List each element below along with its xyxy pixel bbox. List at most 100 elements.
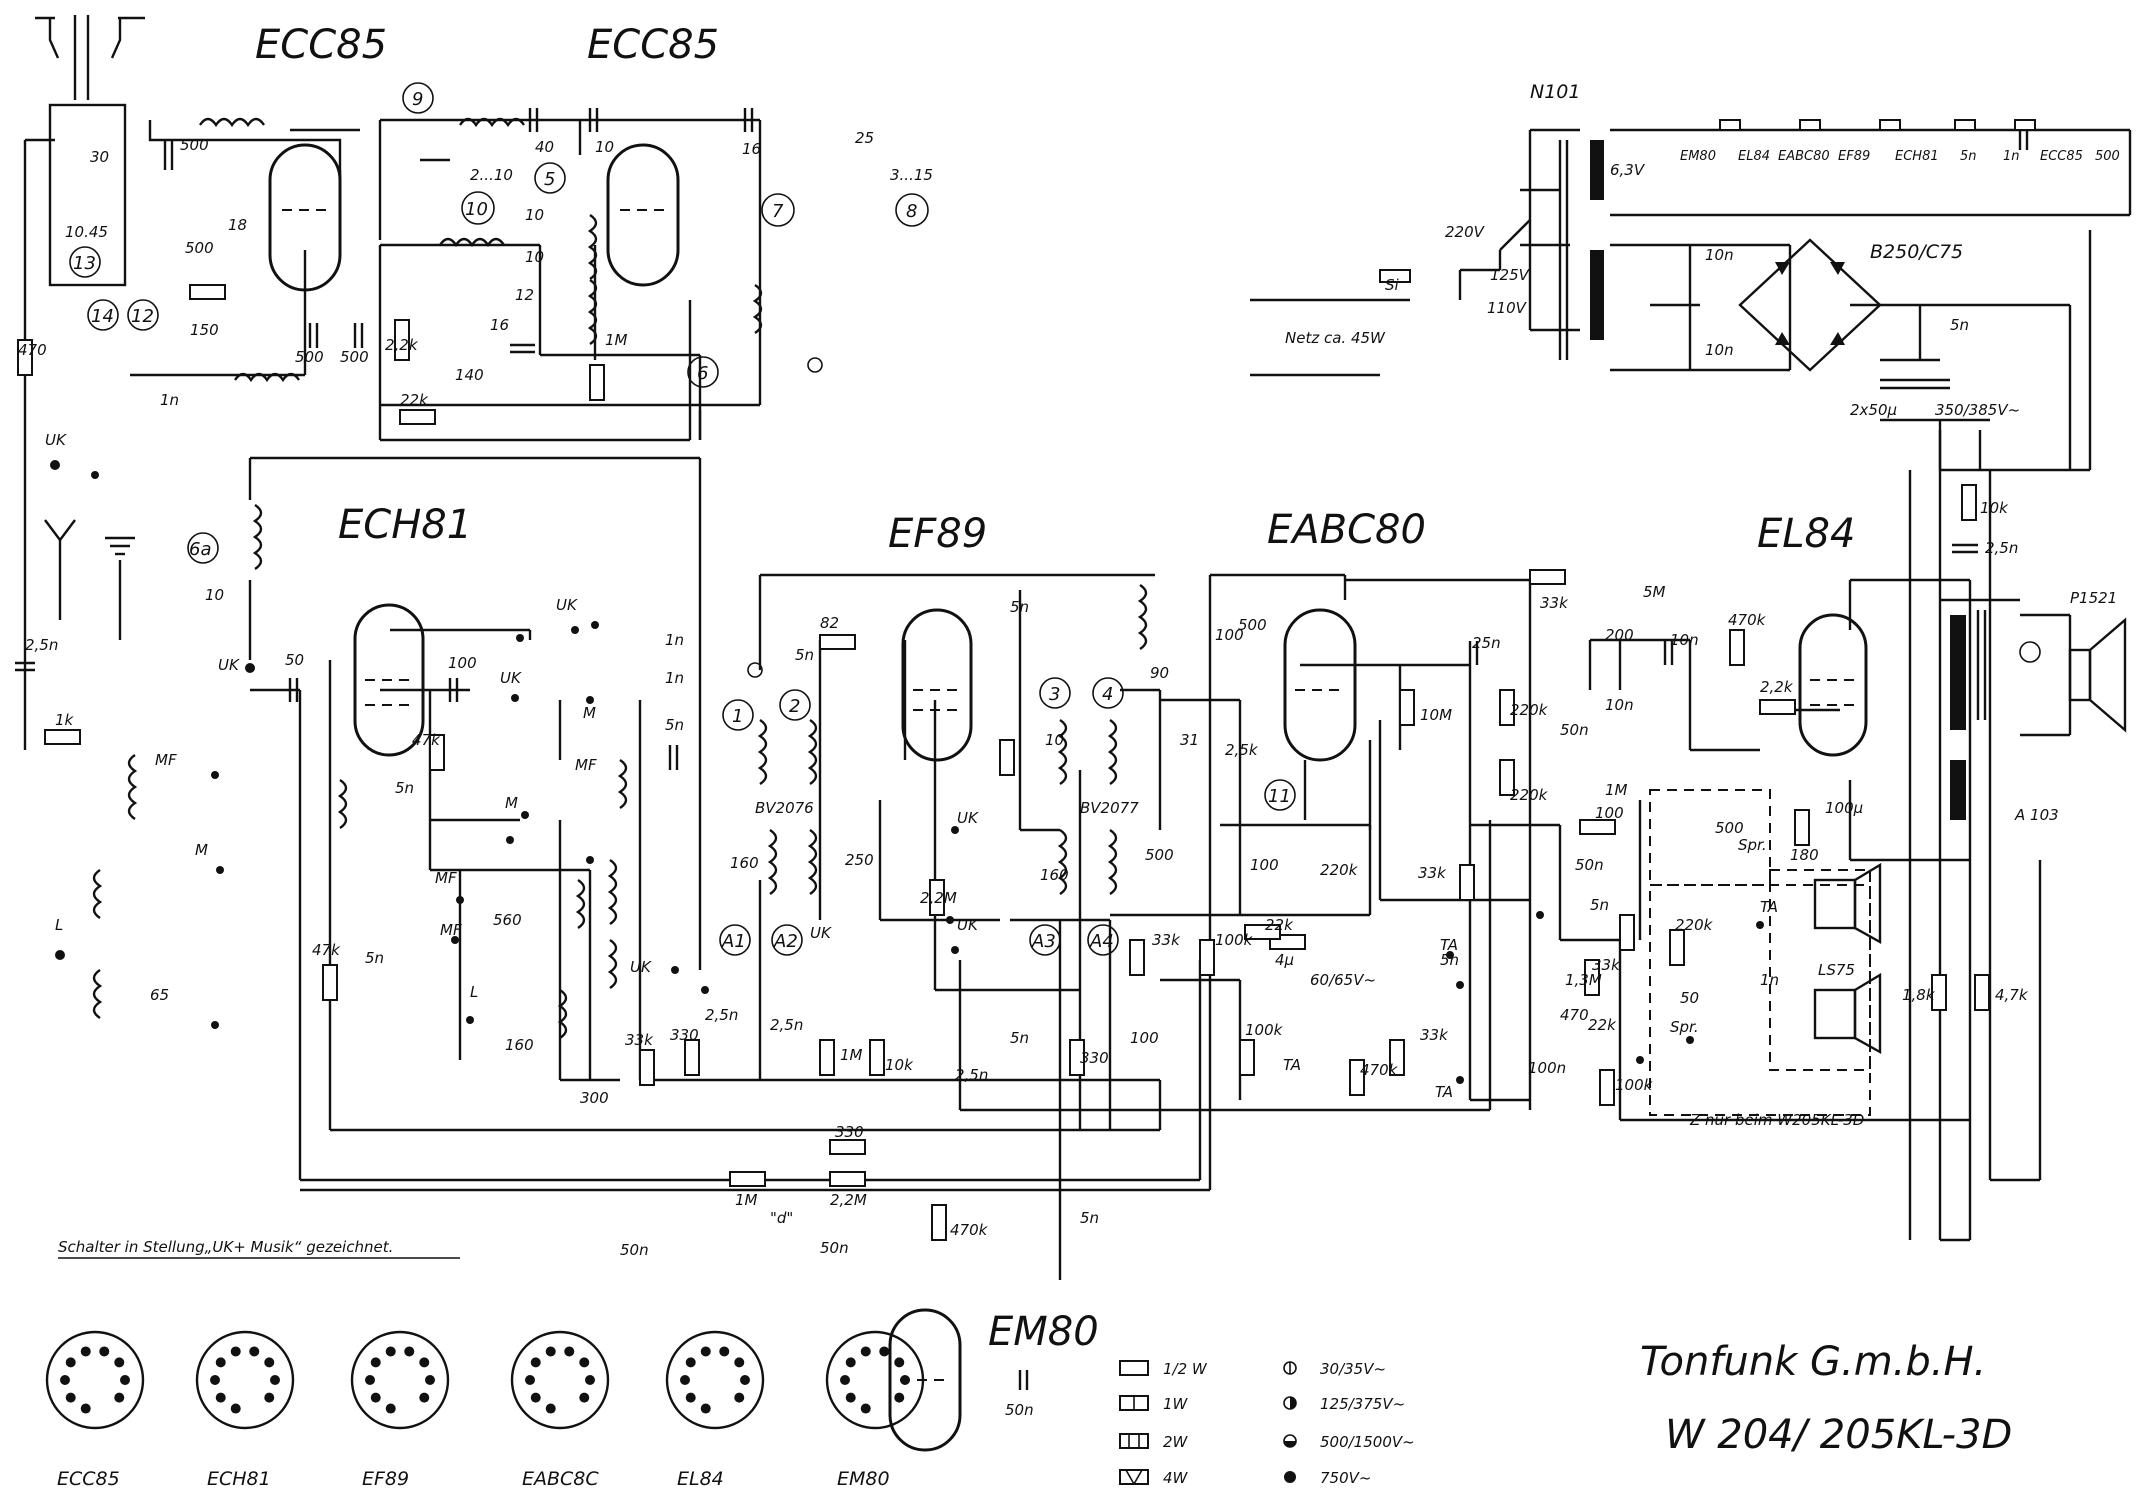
label-r470k: 470k [1728,611,1767,629]
label-c12: 12 [515,286,534,304]
pinout-pin [215,1392,226,1403]
pinout-pin [385,1346,396,1357]
filter-volt-label: 350/385V~ [1935,401,2020,419]
reference-circles: 9 5 10 7 8 13 14 12 6 6a 1 2 3 4 11 A1 A… [69,82,1296,956]
pinout-pin [740,1375,750,1385]
ref-13: 13 [73,253,96,274]
ref-12: 12 [131,306,154,327]
label-c10a: 10 [595,138,614,156]
label-c315: 3...15 [890,166,933,184]
legend-volt-4: 750V~ [1320,1469,1371,1487]
model-number: W 204/ 205KL-3D [1665,1412,2012,1458]
label-c10c: 10 [525,248,544,266]
pinout-pin [845,1392,856,1403]
pinout-pin [900,1375,910,1385]
pinout-pin [99,1346,110,1357]
label-r1m-d: 1M [735,1191,758,1209]
pinout-pin [530,1357,541,1368]
label-c160c: 160 [1040,866,1069,884]
label-c25n-c: 2,5n [770,1016,803,1034]
pinout-pin [230,1346,241,1357]
label-c16a: 16 [742,140,761,158]
legend-volt-3: 500/1500V~ [1320,1433,1415,1451]
pinout-socket [510,1330,610,1430]
band-uk-1: UK [45,431,67,449]
el84-tube [1798,613,1868,757]
band-mf-2: MF [575,756,597,774]
label-r47k-b: 47k [312,941,341,959]
label-r470k-c: 470k [1360,1061,1399,1079]
label-r22k: 22k [400,391,429,409]
label-c16b: 16 [490,316,509,334]
pinout-socket [350,1330,450,1430]
ref-a4: A4 [1089,931,1114,952]
pinout-pin [879,1346,890,1357]
label-c50n-d: 50n [1005,1401,1034,1419]
v220-label: 220V [1445,223,1486,241]
label-c100c: 100 [1130,1029,1159,1047]
pinout-pin [545,1403,556,1414]
ref-9: 9 [412,89,423,110]
label-c5n-h: 5n [1080,1209,1099,1227]
ref-6: 6 [697,363,708,384]
switch-note: Schalter in Stellung„UK+ Musik“ gezeichn… [58,1238,393,1256]
label-c10e: 10 [1045,731,1064,749]
w205-optional [1649,789,1871,1116]
speaker [1813,617,2127,1055]
label-c33k: 33k [1420,1026,1449,1044]
label-c18: 18 [228,216,247,234]
label-r470k-b: 470k [950,1221,989,1239]
rectifier [1738,238,1882,372]
label-r22k-d: 2,2k [1760,678,1794,696]
label-c140: 140 [455,366,484,384]
label-r13m: 1,3M [1565,971,1602,989]
label-c160a: 160 [505,1036,534,1054]
ref-14: 14 [91,306,114,327]
label-c160b: 160 [730,854,759,872]
label-r180: 180 [1790,846,1819,864]
label-c500b: 500 [185,239,214,257]
pinout-pin [80,1346,91,1357]
label-c300: 300 [580,1089,609,1107]
band-uk-7: UK [957,809,979,827]
legend-watt-3: 2W [1163,1433,1189,1451]
pinout-label: EABC8C [522,1468,599,1490]
ref-10: 10 [465,199,488,220]
label-c5n-e: 5n [1010,598,1029,616]
label-c1045: 10.45 [65,223,108,241]
pinout-label: ECH81 [207,1468,271,1490]
pinout-socket [45,1330,145,1430]
pinout-pin [425,1375,435,1385]
label-r18k: 1,8k [1902,986,1936,1004]
pinout-pin [210,1375,220,1385]
label-r47k-c: 4,7k [1995,986,2029,1004]
label-v6065: 60/65V~ [1310,971,1376,989]
label-c500f: 500 [1238,616,1267,634]
label-c25n-f: 2,5n [1985,539,2018,557]
label-r220k-d: 220k [1675,916,1714,934]
label-r25k: 2,5k [1225,741,1259,759]
pinout-pin [249,1346,260,1357]
label-bv2077: BV2077 [1080,799,1139,817]
band-spr-2: Spr. [1670,1018,1699,1036]
maker-block: Tonfunk G.m.b.H. W 204/ 205KL-3D [1640,1339,2012,1458]
tube-ecc85-b-label: ECC85 [587,22,719,68]
heater-label: 6,3V [1610,161,1646,179]
rectifier-label: B250/C75 [1870,241,1963,263]
tube-ecc85-a-label: ECC85 [255,22,387,68]
w205-note: Z nur beim W205KL-3D [1689,1111,1864,1129]
label-c50n-b: 50n [1575,856,1604,874]
band-labels: UK UK UK UK UK UK UK UK MF MF MF MF M M … [45,431,1778,1101]
label-c100: 100 [448,654,477,672]
mains-label: Netz ca. 45W [1285,329,1386,347]
pinout-pin [120,1375,130,1385]
pinout-label: ECC85 [57,1468,120,1490]
label-c50n: 50n [1560,721,1589,739]
heater-chain-ecc85: ECC85 [2040,149,2083,164]
legend-watt-1: 1/2 W [1163,1360,1208,1378]
wiring [23,15,2132,1280]
label-r1k: 1k [55,711,75,729]
ref-a3: A3 [1031,931,1056,952]
label-r33k: 33k [625,1031,654,1049]
legend-volt-1: 30/35V~ [1320,1360,1386,1378]
